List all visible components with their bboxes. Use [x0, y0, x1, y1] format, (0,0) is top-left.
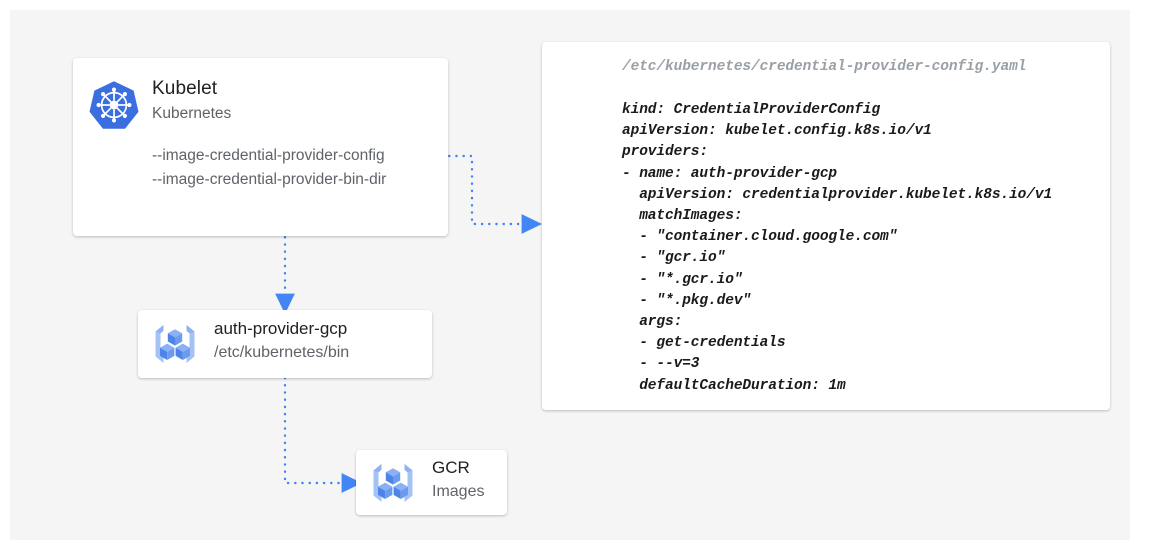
- kubelet-card[interactable]: Kubelet Kubernetes --image-credential-pr…: [73, 58, 448, 236]
- kubelet-flag-bin-dir: --image-credential-provider-bin-dir: [152, 171, 387, 188]
- gcr-subtitle: Images: [432, 483, 485, 500]
- yaml-content: kind: CredentialProviderConfig apiVersio…: [622, 102, 1053, 394]
- kubernetes-logo-icon: [88, 78, 140, 130]
- yaml-file-path: /etc/kubernetes/credential-provider-conf…: [622, 59, 1027, 75]
- kubelet-subtitle: Kubernetes: [152, 105, 232, 122]
- gcp-container-registry-icon: [367, 458, 419, 508]
- credential-provider-config-card[interactable]: /etc/kubernetes/credential-provider-conf…: [542, 42, 1110, 410]
- auth-provider-title: auth-provider-gcp: [214, 319, 348, 338]
- kubelet-title: Kubelet: [152, 78, 218, 99]
- gcr-title: GCR: [432, 458, 470, 477]
- kubelet-flag-config: --image-credential-provider-config: [152, 147, 385, 164]
- gcp-container-registry-icon: [149, 319, 201, 369]
- auth-provider-subtitle: /etc/kubernetes/bin: [214, 344, 350, 361]
- gcr-card[interactable]: GCR Images: [356, 450, 507, 515]
- auth-provider-gcp-card[interactable]: auth-provider-gcp /etc/kubernetes/bin: [138, 310, 432, 378]
